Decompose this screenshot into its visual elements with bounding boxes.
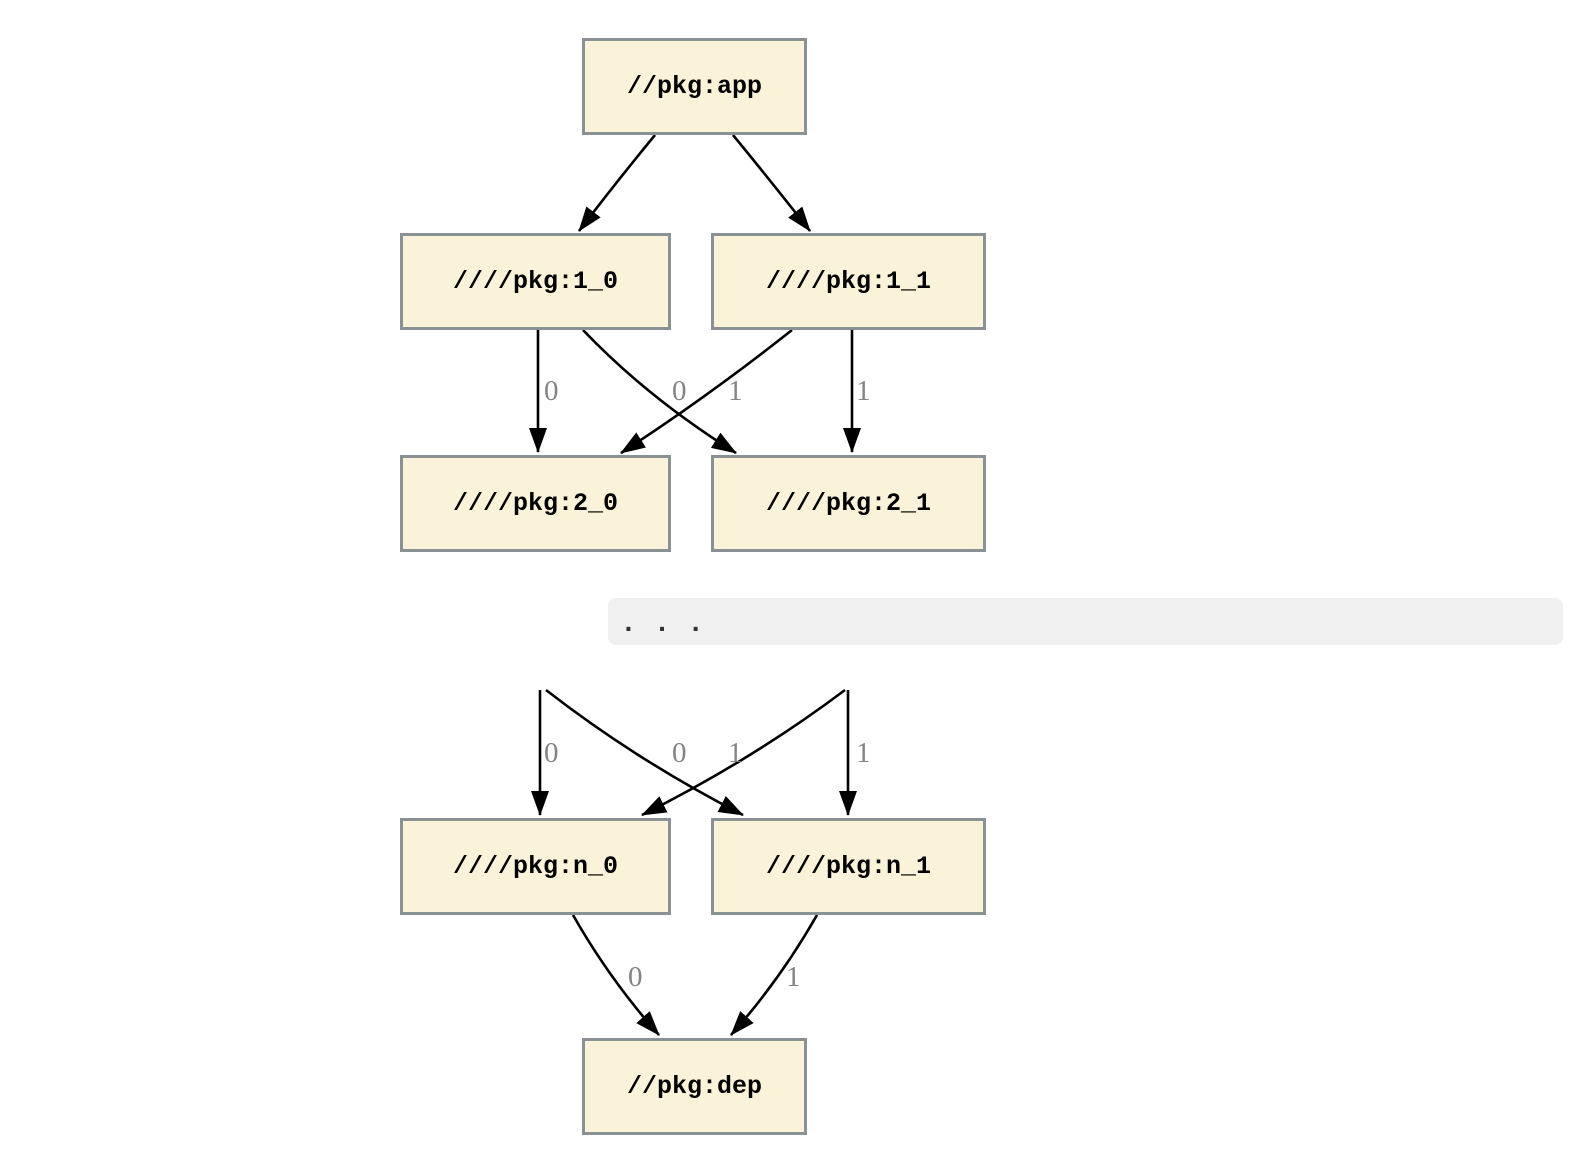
node-pkg-n_1: ////pkg:n_1 xyxy=(711,818,986,915)
edge-n_1-to-dep xyxy=(730,914,819,1036)
edge-label-prev-to-n_0-cross: 0 xyxy=(672,737,687,769)
edge-label-n_1-to-dep: 1 xyxy=(786,961,801,993)
ellipsis-text: . . . xyxy=(620,608,705,640)
edge-label-1_1-to-2_0: 0 xyxy=(672,375,687,407)
node-pkg-n_1-label: ////pkg:n_1 xyxy=(765,852,932,881)
edge-prev-to-n_0-cross xyxy=(641,688,846,817)
edge-label-prev-to-n_1: 1 xyxy=(856,737,871,769)
node-pkg-1_0: ////pkg:1_0 xyxy=(400,233,671,330)
node-pkg-1_1-label: ////pkg:1_1 xyxy=(765,267,932,296)
node-pkg-n_0-label: ////pkg:n_0 xyxy=(452,852,619,881)
edge-label-1_1-to-2_1: 1 xyxy=(856,375,871,407)
edge-label-n_0-to-dep: 0 xyxy=(628,961,643,993)
node-pkg-2_1: ////pkg:2_1 xyxy=(711,455,986,552)
ellipsis-band: . . . xyxy=(608,598,1563,645)
node-pkg-1_0-label: ////pkg:1_0 xyxy=(452,267,619,296)
edge-app-to-1_1 xyxy=(731,134,812,232)
node-pkg-2_1-label: ////pkg:2_1 xyxy=(765,489,932,518)
edge-prev-to-n_1-cross xyxy=(545,688,744,817)
node-pkg-dep-label: //pkg:dep xyxy=(626,1072,763,1101)
edge-app-to-1_0 xyxy=(577,134,657,232)
node-pkg-n_0: ////pkg:n_0 xyxy=(400,818,671,915)
node-pkg-2_0: ////pkg:2_0 xyxy=(400,455,671,552)
edge-label-1_0-to-2_0: 0 xyxy=(544,375,559,407)
node-pkg-dep: //pkg:dep xyxy=(582,1038,807,1135)
edge-label-1_0-to-2_1: 1 xyxy=(728,375,743,407)
node-pkg-app-label: //pkg:app xyxy=(626,72,763,101)
edge-1_1-to-2_0-cross xyxy=(620,328,793,455)
node-pkg-app: //pkg:app xyxy=(582,38,807,135)
edge-label-prev-to-n_0: 0 xyxy=(544,737,559,769)
edge-label-prev-to-n_1-cross: 1 xyxy=(728,737,743,769)
node-pkg-2_0-label: ////pkg:2_0 xyxy=(452,489,619,518)
node-pkg-1_1: ////pkg:1_1 xyxy=(711,233,986,330)
edge-n_0-to-dep xyxy=(571,914,660,1036)
edge-1_0-to-2_1-cross xyxy=(582,329,737,455)
